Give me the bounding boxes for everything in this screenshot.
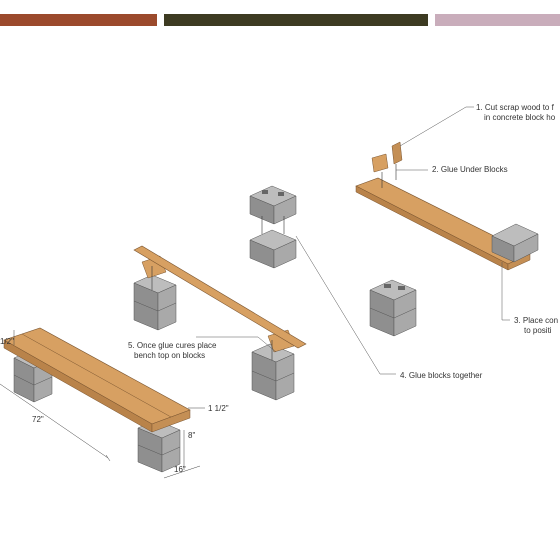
step2-label: 2. Glue Under Blocks [432,165,508,174]
step5-left-blocks [133,274,177,331]
glued-block-pair [369,279,417,337]
step5-right-blocks [251,343,295,401]
header-bar-rust [0,14,157,26]
dim-width-partial: 1/2" [0,337,14,346]
finished-bench [0,327,205,479]
step3-label-line2: to positi [524,326,552,335]
leader-lines [196,106,510,375]
step5-label-line2: bench top on blocks [134,351,205,360]
dim-length: 72" [32,415,44,424]
step4-label: 4. Glue blocks together [400,371,483,380]
header-bar-olive [164,14,428,26]
step1-3-plank [355,141,539,271]
step4-blocks [249,185,297,269]
step5-assembly [133,245,307,401]
step3-label-line1: 3. Place con [514,316,558,325]
header-bar-mauve [435,14,560,26]
step1-label-line2: in concrete block ho [484,113,556,122]
dim-block-depth: 16" [174,465,186,474]
bench-top [3,327,191,433]
step5-label-line1: 5. Once glue cures place [128,341,217,350]
step1-label-line1: 1. Cut scrap wood to f [476,103,555,112]
dim-block-height: 8" [188,431,195,440]
dim-thickness: 1 1/2" [208,404,229,413]
